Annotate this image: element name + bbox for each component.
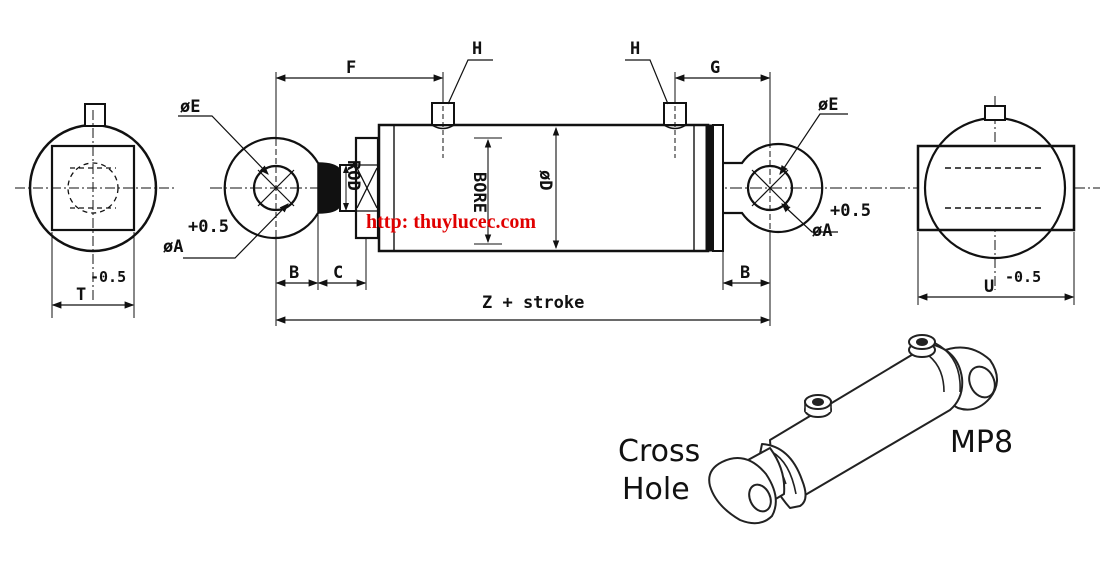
label-Z-stroke: Z + stroke bbox=[482, 293, 584, 313]
right-end-view bbox=[895, 96, 1100, 305]
label-rod: ROD bbox=[343, 160, 363, 191]
label-H-left: H bbox=[472, 39, 482, 59]
label-D: øD bbox=[535, 170, 555, 190]
label-A-right: øA bbox=[812, 221, 832, 241]
label-B-right: B bbox=[740, 263, 750, 283]
watermark-text: http: thuylucec.com bbox=[366, 211, 536, 233]
label-tolerance-left: +0.5 bbox=[188, 217, 229, 237]
left-end-view bbox=[15, 103, 175, 318]
label-B-left: B bbox=[289, 263, 299, 283]
isometric-view bbox=[708, 334, 998, 525]
label-F: F bbox=[346, 58, 356, 78]
main-side-view bbox=[178, 59, 900, 326]
label-A-left: øA bbox=[163, 237, 183, 257]
label-C: C bbox=[333, 263, 343, 283]
label-G: G bbox=[710, 58, 720, 78]
label-cross: Cross bbox=[618, 434, 700, 469]
label-E-left: øE bbox=[180, 97, 200, 117]
label-U-tolerance: -0.5 bbox=[1005, 268, 1041, 286]
label-tolerance-right: +0.5 bbox=[830, 201, 871, 221]
label-hole: Hole bbox=[622, 472, 690, 507]
label-model: MP8 bbox=[950, 425, 1013, 460]
label-bore: BORE bbox=[469, 172, 489, 213]
label-H-right: H bbox=[630, 39, 640, 59]
label-T-tolerance: -0.5 bbox=[90, 268, 126, 286]
label-U: U bbox=[984, 277, 994, 297]
label-E-right: øE bbox=[818, 95, 838, 115]
label-T: T bbox=[76, 285, 86, 305]
